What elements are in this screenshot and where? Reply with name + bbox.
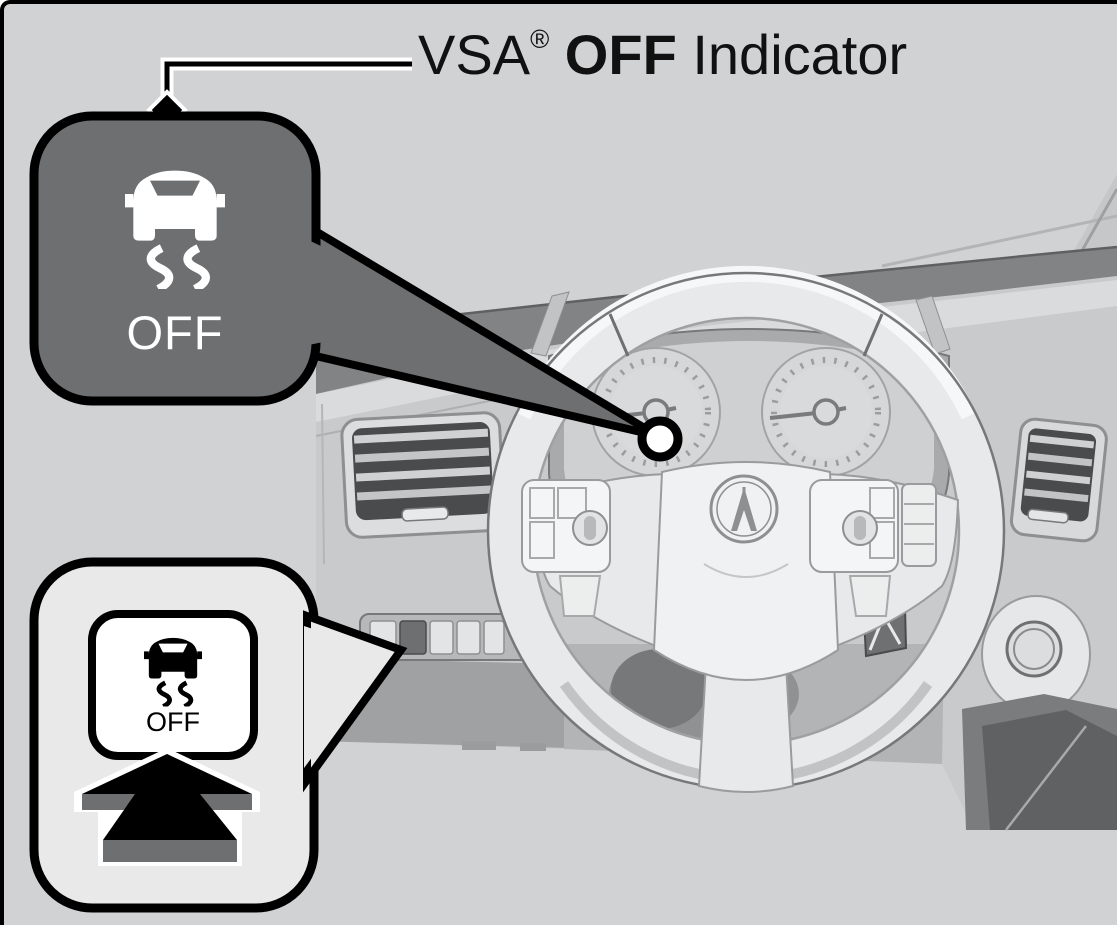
left-spoke-buttons bbox=[521, 479, 611, 617]
press-arrow bbox=[74, 748, 260, 866]
page-title: VSA® OFF Indicator bbox=[418, 22, 907, 87]
left-air-vent bbox=[340, 411, 506, 539]
vsa-off-indicator-icon: OFF bbox=[125, 171, 225, 359]
bottom-spoke bbox=[697, 645, 795, 793]
airbag-pad bbox=[652, 461, 840, 681]
dashboard-switch-panel bbox=[359, 613, 545, 661]
indicator-location-ring bbox=[637, 416, 683, 462]
indicator-callout: OFF bbox=[29, 111, 683, 462]
right-spoke-buttons bbox=[809, 479, 937, 617]
dash-button bbox=[429, 620, 454, 655]
engine-start-button bbox=[1005, 620, 1063, 678]
dashboard-illustration bbox=[315, 174, 1117, 831]
vsa-off-button bbox=[399, 620, 427, 655]
indicator-off-label: OFF bbox=[127, 306, 224, 359]
tachometer-gauge bbox=[761, 347, 891, 477]
button-callout: OFF bbox=[29, 557, 408, 913]
acura-logo bbox=[709, 474, 779, 544]
vsa-off-button-icon: OFF bbox=[88, 610, 258, 760]
registered-mark: ® bbox=[530, 24, 550, 54]
title-emphasis: OFF bbox=[564, 23, 677, 86]
steering-wheel bbox=[486, 265, 1006, 793]
wiper-stalk bbox=[915, 295, 951, 355]
right-air-vent bbox=[1009, 417, 1108, 543]
vsa-off-diagram: OFF OFF bbox=[29, 57, 1117, 913]
title-suffix: Indicator bbox=[676, 23, 908, 86]
title-product: VSA bbox=[418, 23, 531, 86]
dash-button bbox=[483, 620, 505, 655]
turn-signal-stalk bbox=[530, 291, 570, 357]
button-off-label: OFF bbox=[146, 707, 200, 737]
engine-start-area bbox=[981, 595, 1091, 713]
knee-bolster bbox=[962, 694, 1117, 831]
dash-button bbox=[456, 620, 481, 655]
